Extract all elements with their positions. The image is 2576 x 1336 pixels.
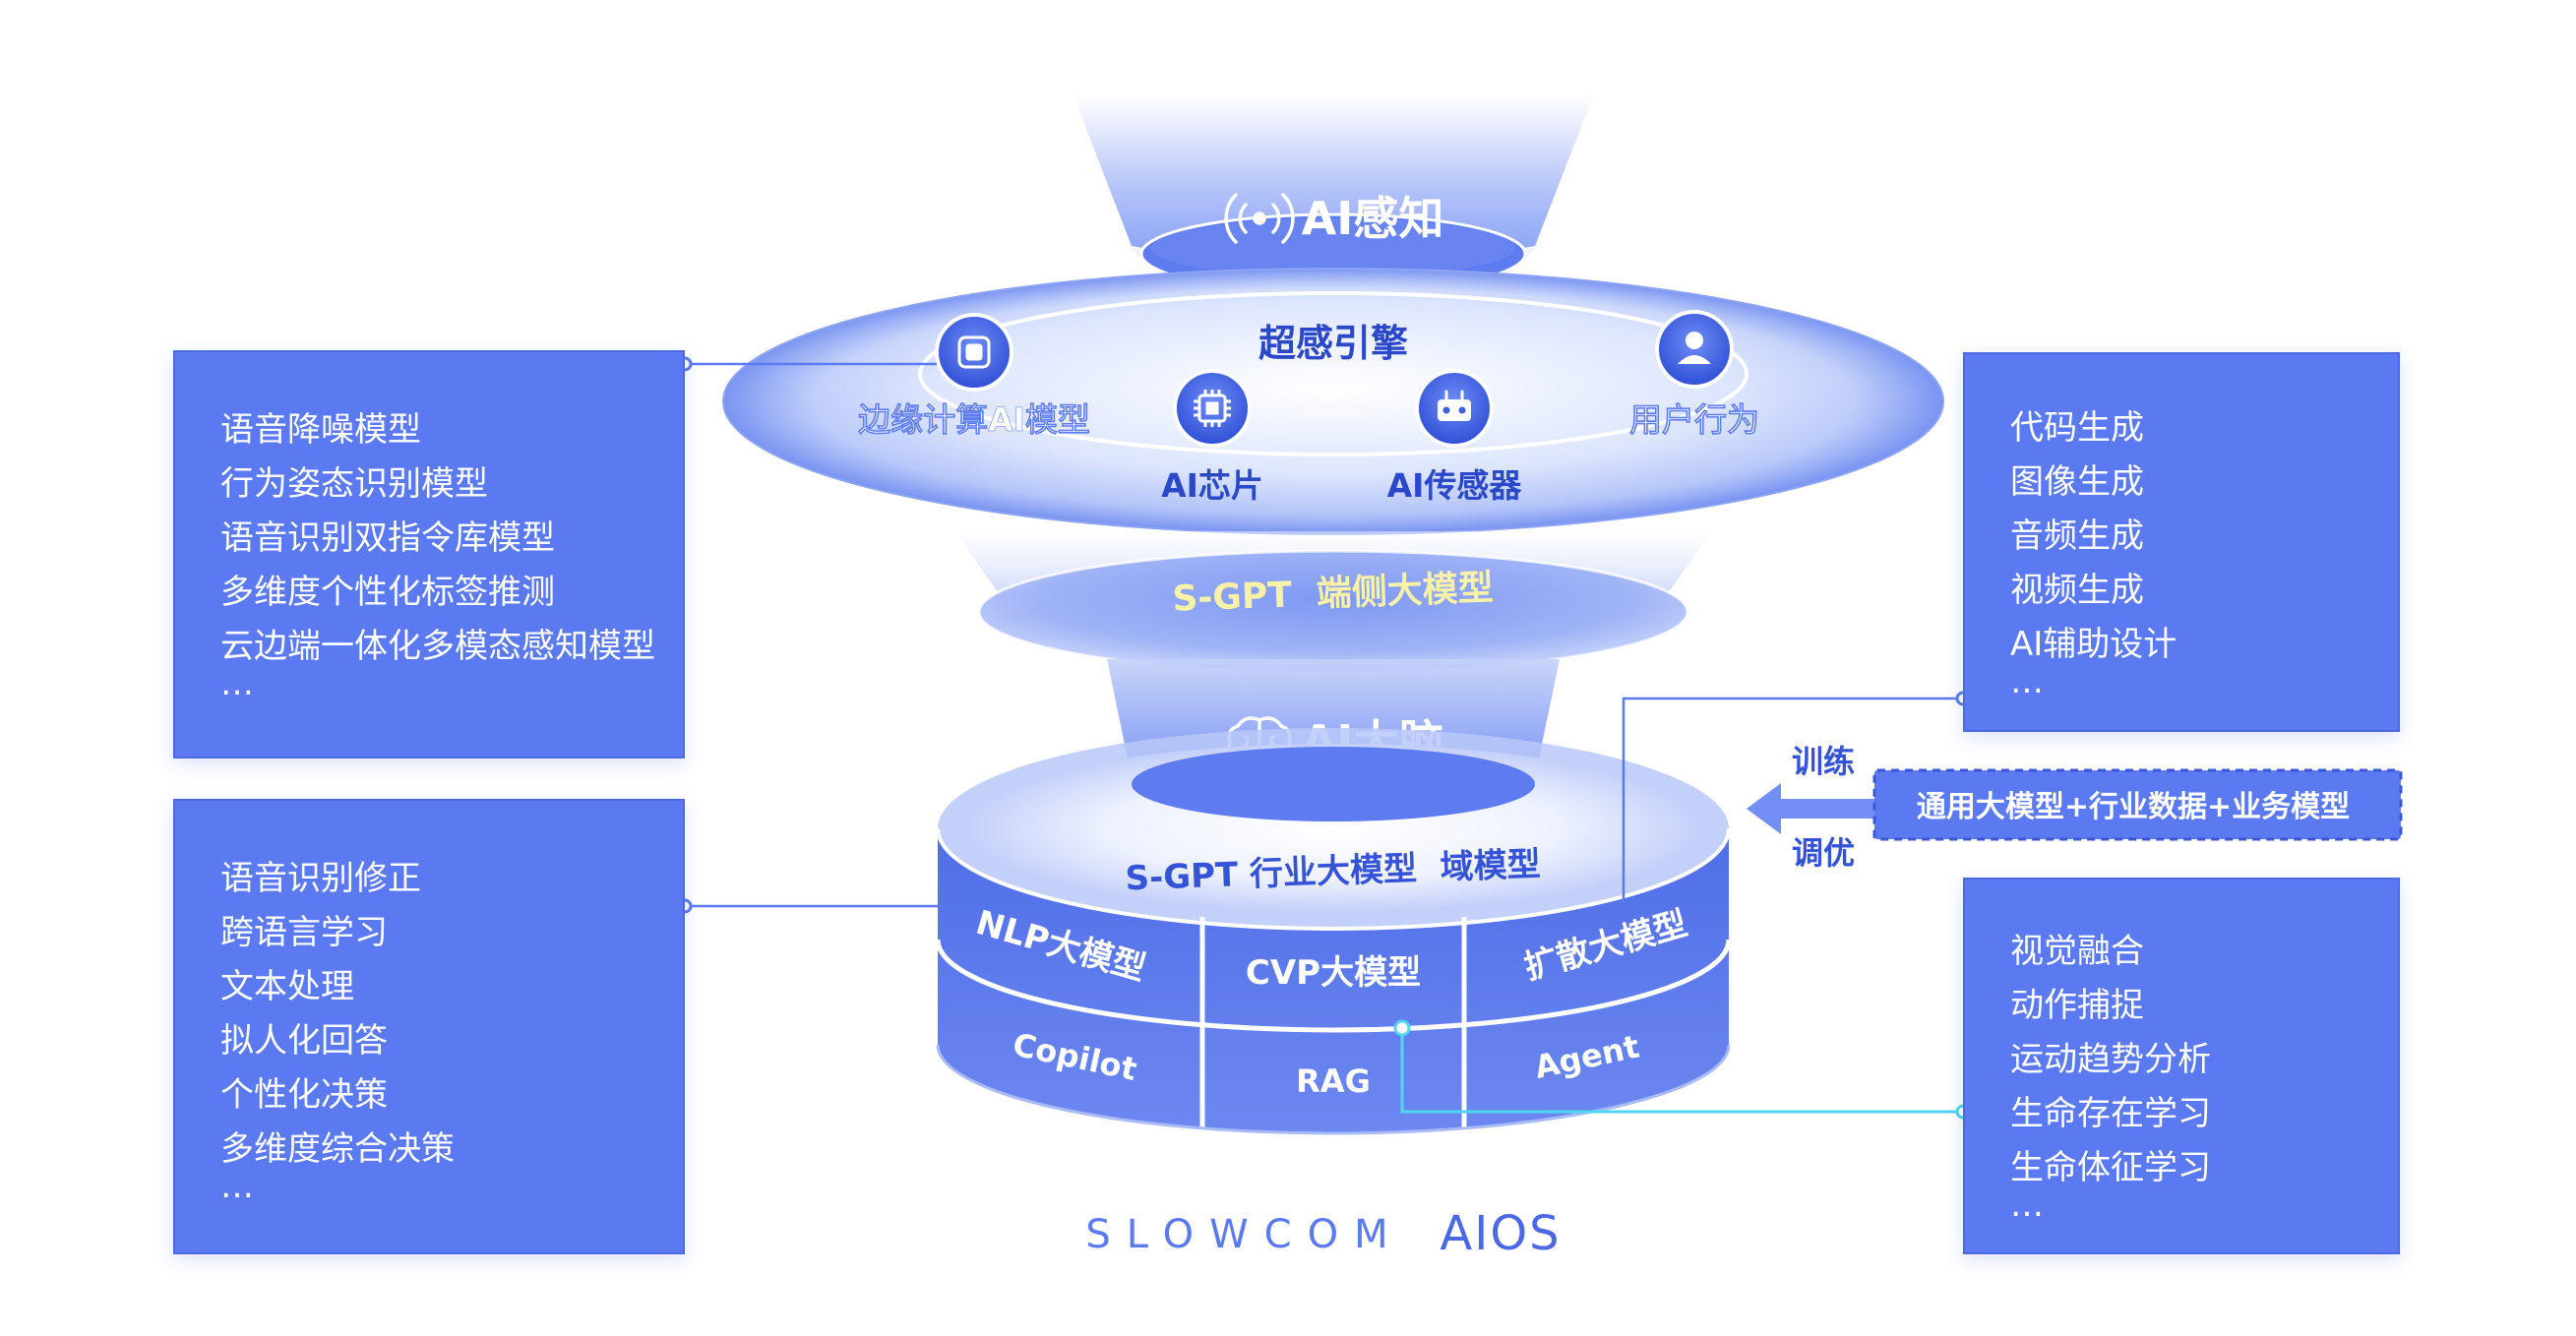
training-source-box: 通用大模型+行业数据+业务模型 (1872, 768, 2403, 841)
engine-node-edge: 边缘计算AI模型 (858, 313, 1090, 439)
more-indicator: … (2010, 1185, 2046, 1225)
list-item: 图像生成 (2010, 462, 2144, 502)
more-indicator: … (2010, 662, 2046, 701)
list-item: 语音降噪模型 (220, 410, 421, 450)
engine-node-label: 用户行为 (1629, 400, 1759, 439)
perception-title: AI感知 (1302, 192, 1444, 245)
panel-perception-models: 语音降噪模型 行为姿态识别模型 语音识别双指令库模型 多维度个性化标签推测 云边… (173, 350, 685, 759)
train-label: 训练 (1792, 743, 1855, 780)
list-item: 多维度综合决策 (220, 1129, 455, 1169)
list-item: 文本处理 (220, 967, 354, 1006)
list-item: 多维度个性化标签推测 (220, 573, 555, 612)
more-indicator: … (220, 664, 256, 703)
engine-node-user: 用户行为 (1629, 310, 1759, 439)
panel-nlp-capabilities: 语音识别修正 跨语言学习 文本处理 拟人化回答 个性化决策 多维度综合决策 … (173, 799, 685, 1254)
engine-node-chip: AI芯片 (1161, 369, 1263, 505)
list-item: 行为姿态识别模型 (220, 464, 488, 504)
edge-compute-icon (957, 335, 991, 369)
radio-waves-icon (1224, 193, 1295, 244)
list-item: 动作捕捉 (2010, 986, 2144, 1025)
list-item: 语音识别修正 (220, 859, 421, 898)
list-item: 视频生成 (2010, 571, 2144, 610)
list-item: 代码生成 (2010, 408, 2144, 448)
training-source-label: 通用大模型+行业数据+业务模型 (1917, 790, 2350, 824)
connector-left-bottom (677, 898, 943, 914)
list-item: 个性化决策 (220, 1075, 388, 1115)
panel-generation-capabilities: 代码生成 图像生成 音频生成 视频生成 AI辅助设计 … (1963, 352, 2400, 732)
list-item: 生命体征学习 (2010, 1148, 2211, 1187)
tune-label: 调优 (1792, 834, 1855, 872)
industry-cell-rag: RAG (1296, 1063, 1371, 1100)
industry-cell-cvp: CVP大模型 (1246, 953, 1421, 993)
sensor-icon (1438, 390, 1471, 421)
panel-vision-capabilities: 视觉融合 动作捕捉 运动趋势分析 生命存在学习 生命体征学习 … (1963, 878, 2400, 1254)
list-item: 视觉融合 (2010, 932, 2144, 971)
engine-node-sensor: AI传感器 (1387, 369, 1523, 505)
chip-icon (1194, 390, 1231, 427)
more-indicator: … (220, 1167, 256, 1206)
brand-product: AIOS (1440, 1206, 1561, 1261)
engine-title: 超感引擎 (1258, 322, 1408, 365)
list-item: 语音识别双指令库模型 (220, 518, 555, 558)
engine-node-label: AI传感器 (1387, 466, 1523, 505)
user-icon (1678, 332, 1711, 364)
list-item: 跨语言学习 (220, 913, 388, 952)
engine-node-label: 边缘计算AI模型 (858, 400, 1090, 439)
engine-disc (722, 268, 1944, 535)
list-item: AI辅助设计 (2010, 625, 2177, 664)
industry-cylinder (935, 728, 1732, 1135)
brand-company: SLOWCOM (1085, 1212, 1403, 1257)
list-item: 拟人化回答 (220, 1021, 388, 1061)
engine-node-label: AI芯片 (1161, 466, 1263, 505)
brand-footer: SLOWCOM AIOS (846, 1206, 1830, 1261)
list-item: 生命存在学习 (2010, 1094, 2211, 1133)
list-item: 音频生成 (2010, 516, 2144, 556)
list-item: 云边端一体化多模态感知模型 (220, 627, 655, 666)
list-item: 运动趋势分析 (2010, 1040, 2211, 1079)
